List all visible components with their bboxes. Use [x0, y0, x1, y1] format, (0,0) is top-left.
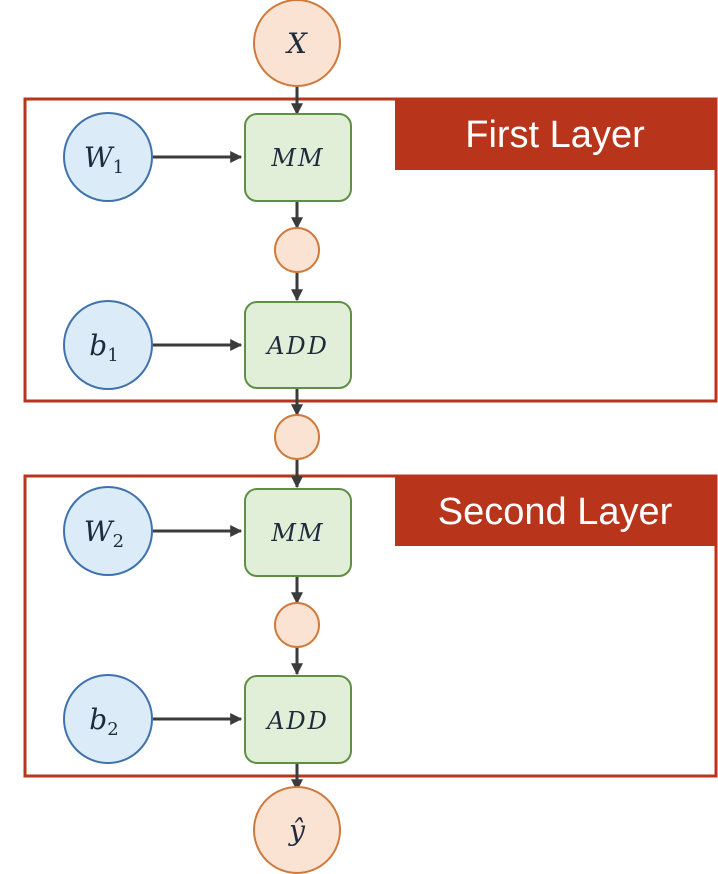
first-layer-frame [23, 97, 718, 403]
weight-2-subscript: 2 [113, 531, 124, 552]
svg-text:b1: b1 [89, 329, 118, 366]
add-2-label: ADD [265, 707, 329, 735]
add-node-2: ADD [244, 675, 352, 764]
add-node-1: ADD [244, 301, 352, 389]
first-layer: First Layer [23, 97, 718, 403]
weight-2-symbol: W [84, 515, 115, 548]
weight-1-symbol: W [84, 141, 115, 174]
hidden-node-1 [274, 227, 320, 273]
matmul-2-label: MM [270, 519, 324, 547]
second-layer-title: Second Layer [438, 491, 673, 533]
second-layer-banner [395, 476, 716, 546]
bias-1-symbol: b [89, 329, 107, 362]
hidden-node-2 [274, 414, 320, 460]
bias-node-1: b1 [63, 300, 153, 390]
edges [153, 86, 303, 792]
second-layer: Second Layer [23, 474, 718, 778]
first-layer-title: First Layer [465, 114, 645, 156]
weight-node-1: W1 [63, 112, 153, 202]
hidden-node-3 [274, 602, 320, 648]
bias-2-symbol: b [89, 703, 107, 736]
weight-1-subscript: 1 [113, 157, 124, 178]
svg-text:W1: W1 [84, 141, 124, 178]
first-layer-banner [395, 99, 716, 170]
matmul-1-label: MM [270, 144, 324, 172]
matmul-node-2: MM [244, 488, 352, 577]
add-1-label: ADD [265, 332, 329, 360]
input-symbol: X [285, 27, 308, 60]
bias-2-subscript: 2 [107, 719, 118, 740]
second-layer-frame [23, 474, 718, 778]
matmul-node-1: MM [244, 113, 352, 202]
output-symbol: ŷ [287, 814, 306, 847]
svg-text:W2: W2 [84, 515, 124, 552]
svg-text:b2: b2 [89, 703, 118, 740]
weight-node-2: W2 [63, 486, 153, 576]
output-node: ŷ [253, 786, 341, 874]
input-node: X [253, 0, 341, 87]
bias-node-2: b2 [63, 674, 153, 764]
bias-1-subscript: 1 [107, 345, 118, 366]
